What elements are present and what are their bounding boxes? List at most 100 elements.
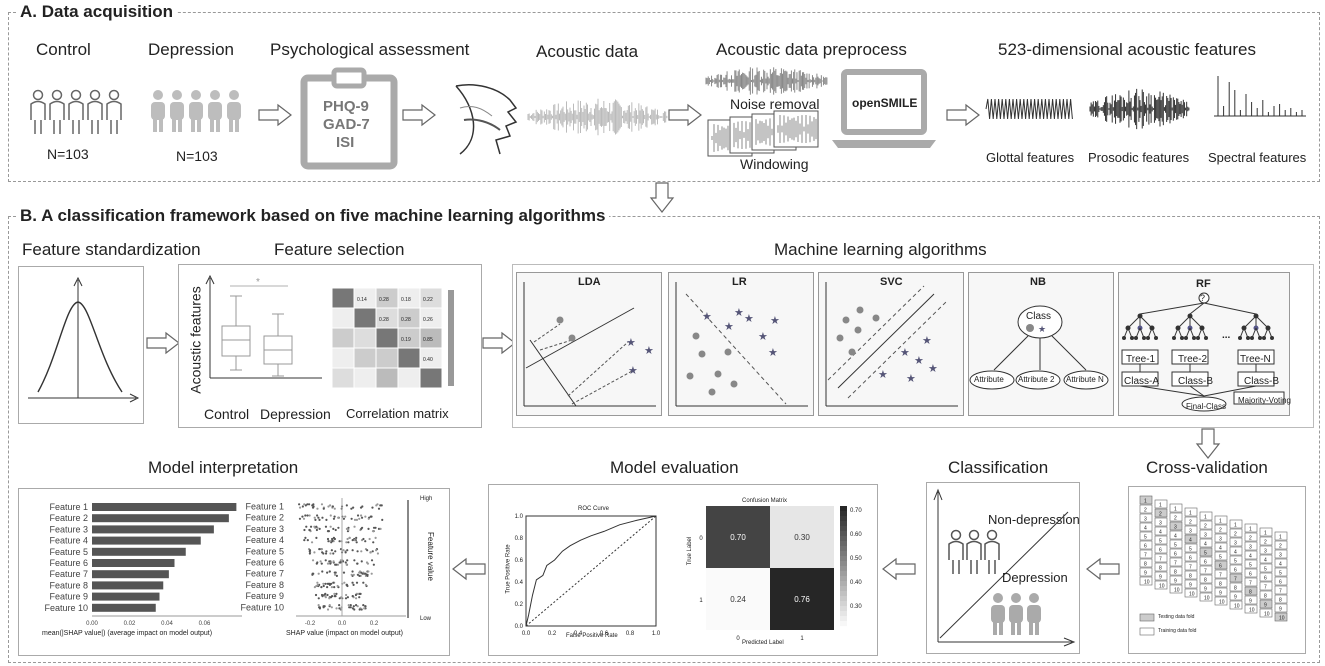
svg-text:★: ★ xyxy=(744,313,754,325)
depression-people-icon xyxy=(151,90,241,132)
cv-cell-label: 6 xyxy=(1264,576,1267,582)
shap-bar-label: Feature 9 xyxy=(49,592,88,602)
cv-cell xyxy=(1184,543,1198,553)
rf-branch xyxy=(1189,315,1203,329)
cm-colorbar-step xyxy=(840,606,847,612)
ml-title: Machine learning algorithms xyxy=(774,240,987,259)
shap-bee-dot xyxy=(326,608,330,611)
shap-bee-label: Feature 5 xyxy=(245,546,284,556)
cv-cell-label: 9 xyxy=(1249,599,1252,605)
shap-bee-label: Feature 10 xyxy=(240,602,284,612)
nondep-person-body xyxy=(948,540,964,574)
shap-bee-high: High xyxy=(420,496,433,502)
rf-leaf xyxy=(1204,336,1208,340)
shap-bee-dot xyxy=(304,536,307,539)
shap-bee-dot xyxy=(332,517,336,520)
cv-cell xyxy=(1169,512,1183,522)
shap-bee-dot xyxy=(353,608,356,611)
nb-graph-icon: ★ xyxy=(969,305,1109,390)
arrow-down-icon xyxy=(649,182,675,213)
cv-cell xyxy=(1154,571,1168,581)
cv-cell xyxy=(1244,532,1258,542)
svg-text:★: ★ xyxy=(900,347,910,359)
cv-cell xyxy=(1259,527,1273,537)
cv-cell xyxy=(1154,508,1168,518)
cv-cell-label: 6 xyxy=(1204,560,1207,566)
cv-cell xyxy=(1229,546,1243,556)
shap-bee-dot xyxy=(344,561,347,564)
dep-person-leg xyxy=(172,118,176,132)
cv-cell-label: 7 xyxy=(1219,573,1222,579)
dep-person-leg xyxy=(1035,621,1039,635)
arrow-right-icon xyxy=(668,103,702,127)
shap-bar-label: Feature 7 xyxy=(49,569,88,579)
cv-cell-label: 7 xyxy=(1234,577,1237,583)
cv-cell-label: 10 xyxy=(1279,616,1285,622)
dep-person-body xyxy=(208,102,222,120)
shap-bee-dot xyxy=(318,607,322,610)
cm-colorbar-step xyxy=(840,541,847,547)
cv-cell-label: 9 xyxy=(1204,587,1207,593)
cm-cbar-tick: 0.60 xyxy=(850,532,862,538)
cv-cell xyxy=(1199,556,1213,566)
cm-colorbar-step xyxy=(840,601,847,607)
shap-bee-dot xyxy=(362,537,365,541)
shap-bee-dot xyxy=(335,607,338,610)
dep-person-leg xyxy=(229,118,233,132)
cm-colorbar-step xyxy=(840,556,847,562)
interpretation-title: Model interpretation xyxy=(148,458,299,477)
shap-bee-dot xyxy=(351,570,354,573)
dep-person-leg xyxy=(191,118,195,132)
cv-cell xyxy=(1259,563,1273,573)
cv-cell-label: 10 xyxy=(1144,580,1150,586)
section-b xyxy=(8,216,1320,663)
corr-value: 0.28 xyxy=(379,297,389,303)
cv-cell xyxy=(1274,558,1288,568)
shap-bee-dot xyxy=(335,563,338,566)
cv-cell-label: 8 xyxy=(1264,594,1267,600)
roc-ytick: 0.6 xyxy=(515,558,524,564)
shap-bee-dot xyxy=(301,505,304,508)
shap-bee-dot xyxy=(316,583,319,586)
shap-bee-dot xyxy=(308,514,311,517)
rf-leaf xyxy=(1180,336,1184,340)
boxplot-ylabel: Acoustic features xyxy=(187,286,204,394)
rf-leaf xyxy=(1154,336,1158,340)
shap-bee-dot xyxy=(313,516,316,519)
cv-cell xyxy=(1214,524,1228,534)
rf-dots: ... xyxy=(1222,330,1231,341)
cv-cell xyxy=(1244,595,1258,605)
depression-label: Depression xyxy=(148,40,234,59)
cv-cell xyxy=(1169,575,1183,585)
arrow-left-icon xyxy=(1086,557,1120,581)
shap-bee-dot xyxy=(352,506,355,509)
cv-cell-label: 9 xyxy=(1189,583,1192,589)
corr-value: 0.28 xyxy=(401,317,411,323)
control-label: Control xyxy=(36,40,91,59)
cv-cell xyxy=(1244,568,1258,578)
cv-cell xyxy=(1259,608,1273,618)
cv-cell xyxy=(1184,579,1198,589)
corr-cell xyxy=(331,287,355,309)
shap-bee-cbar-label: Feature value xyxy=(425,532,435,581)
corr-cell xyxy=(375,367,399,389)
cv-cell-label: 3 xyxy=(1189,529,1192,535)
shap-bee-dot xyxy=(375,504,378,507)
shap-bee-dot xyxy=(316,581,319,584)
corr-value: 0.40 xyxy=(423,357,433,363)
nondep-person-head xyxy=(968,529,980,541)
nondep-person-head xyxy=(950,529,962,541)
rf-class-b1: Class-B xyxy=(1178,376,1214,387)
cv-cell xyxy=(1139,567,1153,577)
cv-cell xyxy=(1244,550,1258,560)
cv-cell xyxy=(1274,549,1288,559)
dep-label: Depression xyxy=(1002,570,1068,585)
shap-bee-dot xyxy=(328,597,331,600)
shap-bee-dot xyxy=(358,574,361,577)
cv-cell xyxy=(1169,503,1183,513)
shap-bee-dot xyxy=(351,539,354,542)
shap-bee-dot xyxy=(337,516,340,519)
rf-tree-n: Tree-N xyxy=(1240,354,1271,365)
cv-cell xyxy=(1214,578,1228,588)
cv-title: Cross-validation xyxy=(1146,458,1268,477)
